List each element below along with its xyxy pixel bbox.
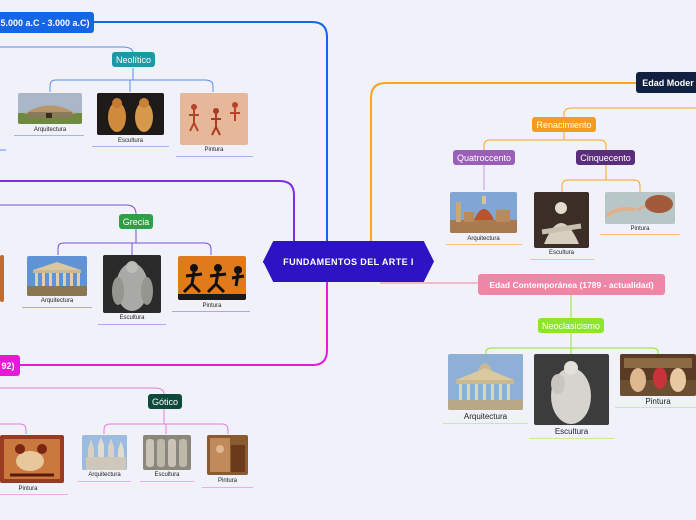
grecia-architecture-image[interactable] xyxy=(27,256,87,296)
era-media-label: 92) xyxy=(1,360,15,371)
cinquecento-sculpture-caption: Escultura xyxy=(548,250,574,256)
grecia-sculpture-image[interactable] xyxy=(103,255,161,313)
topic-neoclasicismo[interactable]: Neoclasicismo xyxy=(538,318,604,333)
gotico-painting-caption: Pintura xyxy=(217,478,237,484)
topic-renacimiento[interactable]: Renacimiento xyxy=(532,117,596,132)
central-topic[interactable]: FUNDAMENTOS DEL ARTE I xyxy=(263,241,434,282)
quatroccento-architecture-image[interactable] xyxy=(450,192,517,233)
cinquecento-painting-image[interactable] xyxy=(605,192,675,224)
neoclasicismo-architecture-image[interactable] xyxy=(448,354,523,410)
medieval-painting-caption: Pintura xyxy=(18,486,38,492)
topic-cinquecento[interactable]: Cinquecento xyxy=(576,150,635,165)
grecia-architecture-caption: Arquitectura xyxy=(40,298,74,304)
topic-cinquecento-label: Cinquecento xyxy=(580,152,631,163)
topic-quatroccento-label: Quatroccento xyxy=(456,152,512,163)
partial-image-left xyxy=(0,255,4,302)
era-moderna-label: Edad Moder xyxy=(642,77,694,88)
gotico-architecture-image[interactable] xyxy=(82,435,127,470)
central-topic-label: FUNDAMENTOS DEL ARTE I xyxy=(283,256,414,267)
cinquecento-painting-caption: Pintura xyxy=(630,226,650,232)
neoclasicismo-sculpture-caption: Escultura xyxy=(554,427,589,436)
cinquecento-sculpture-image[interactable] xyxy=(534,192,589,248)
divider xyxy=(176,156,253,157)
neoclasicismo-painting-caption: Pintura xyxy=(645,397,671,406)
topic-neoclasicismo-label: Neoclasicismo xyxy=(541,320,601,331)
divider xyxy=(446,244,522,245)
topic-neolitico-label: Neolítico xyxy=(116,54,152,65)
gotico-architecture-caption: Arquitectura xyxy=(88,472,121,478)
neoclasicismo-sculpture-image[interactable] xyxy=(534,354,609,425)
neolitico-architecture-caption: Arquitectura xyxy=(33,127,67,133)
divider xyxy=(14,135,84,136)
era-prehistoria-node[interactable]: 5.000 a.C - 3.000 a.C) xyxy=(0,12,94,33)
divider xyxy=(0,494,68,495)
divider xyxy=(202,487,253,488)
divider xyxy=(600,234,680,235)
divider xyxy=(529,438,614,439)
neolitico-painting-image[interactable] xyxy=(180,93,248,145)
divider xyxy=(443,423,528,424)
topic-quatroccento[interactable]: Quatroccento xyxy=(453,150,515,165)
neolitico-architecture-image[interactable] xyxy=(18,93,82,124)
topic-neolitico[interactable]: Neolítico xyxy=(112,52,155,67)
divider xyxy=(140,481,194,482)
divider xyxy=(530,259,594,260)
gotico-sculpture-caption: Escultura xyxy=(154,472,180,478)
topic-gotico[interactable]: Gótico xyxy=(148,394,182,409)
era-moderna-node[interactable]: Edad Moder xyxy=(636,72,696,93)
divider xyxy=(98,324,166,325)
grecia-painting-caption: Pintura xyxy=(202,303,222,309)
topic-grecia-label: Grecia xyxy=(122,216,150,227)
era-contemporanea-label: Edad Contemporánea (1789 - actualidad) xyxy=(489,279,654,290)
grecia-sculpture-caption: Escultura xyxy=(119,315,145,321)
gotico-painting-image[interactable] xyxy=(207,435,248,475)
era-contemporanea-node[interactable]: Edad Contemporánea (1789 - actualidad) xyxy=(478,274,665,295)
neolitico-painting-caption: Pintura xyxy=(204,147,224,153)
divider xyxy=(78,481,131,482)
neoclasicismo-architecture-caption: Arquitectura xyxy=(463,412,508,421)
neolitico-sculpture-caption: Escultura xyxy=(117,138,143,144)
divider xyxy=(615,407,696,408)
divider xyxy=(92,146,169,147)
neolitico-sculpture-image[interactable] xyxy=(97,93,164,135)
gotico-sculpture-image[interactable] xyxy=(143,435,191,470)
era-media-node[interactable]: 92) xyxy=(0,355,20,376)
medieval-painting-image[interactable] xyxy=(0,435,64,483)
topic-grecia[interactable]: Grecia xyxy=(119,214,153,229)
neoclasicismo-painting-image[interactable] xyxy=(620,354,696,396)
quatroccento-architecture-caption: Arquitectura xyxy=(467,236,500,242)
grecia-painting-image[interactable] xyxy=(178,256,246,300)
topic-gotico-label: Gótico xyxy=(152,396,179,407)
era-prehistoria-label: 5.000 a.C - 3.000 a.C) xyxy=(0,17,90,28)
topic-renacimiento-label: Renacimiento xyxy=(536,119,592,130)
divider xyxy=(172,311,250,312)
divider xyxy=(22,307,92,308)
